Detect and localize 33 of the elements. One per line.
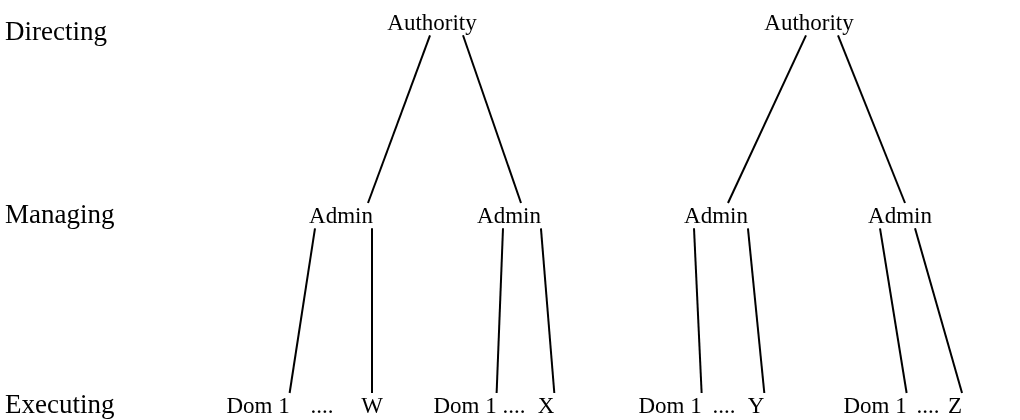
connector-line (693, 227, 703, 394)
ellipsis-text: .... (712, 393, 736, 419)
domain-label: Y (747, 393, 765, 419)
domain-label: Dom 1 (843, 393, 907, 419)
ellipsis-text: .... (310, 393, 334, 419)
ellipsis-text: .... (916, 393, 940, 419)
connector-line (495, 227, 504, 394)
authority-label: Authority (764, 10, 854, 36)
connector-line (462, 34, 522, 204)
admin-label: Admin (477, 203, 541, 229)
domain-label: Z (947, 393, 963, 419)
domain-label: X (537, 393, 555, 419)
admin-label: Admin (868, 203, 932, 229)
domain-label: Dom 1 (433, 393, 497, 419)
level-label: Directing (5, 17, 107, 47)
admin-label: Admin (309, 203, 373, 229)
connector-line (367, 34, 431, 204)
connector-line (914, 227, 964, 394)
level-label: Executing (5, 390, 115, 420)
domain-label: Dom 1 (226, 393, 290, 419)
connector-line (879, 227, 908, 394)
domain-label: W (361, 393, 383, 419)
level-label: Managing (5, 200, 115, 230)
connector-line (727, 34, 807, 204)
connector-line (288, 227, 316, 394)
connector-line (837, 34, 906, 204)
domain-label: Dom 1 (638, 393, 702, 419)
connector-line (539, 227, 556, 394)
authority-label: Authority (387, 10, 477, 36)
connector-line (371, 227, 373, 394)
connector-line (746, 227, 766, 394)
admin-label: Admin (684, 203, 748, 229)
ellipsis-text: .... (502, 393, 526, 419)
